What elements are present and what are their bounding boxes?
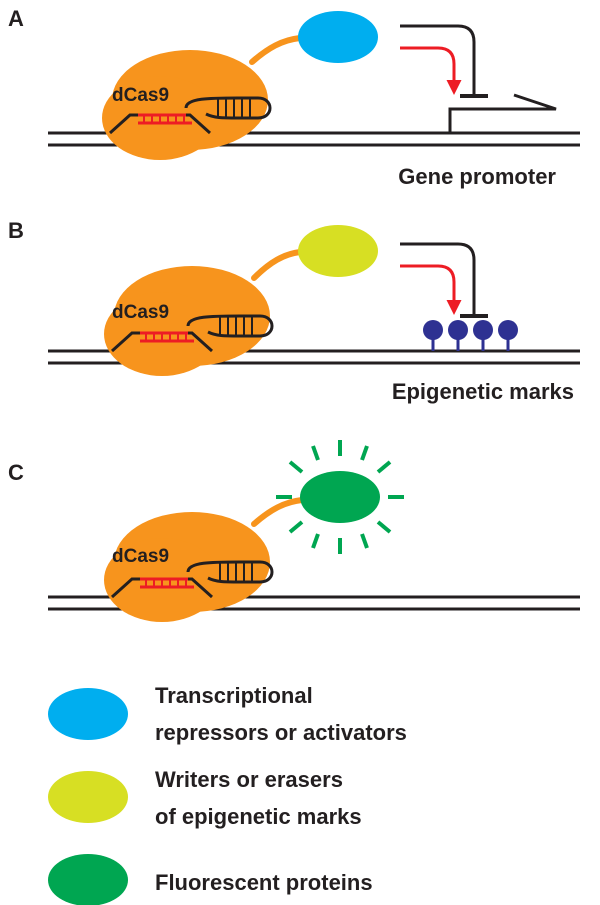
linker — [251, 497, 305, 527]
legend-label-line1: Writers or erasers — [155, 767, 343, 792]
epigenetic-marks — [423, 320, 518, 351]
legend-swatch — [48, 854, 128, 905]
panel-b: B dCas9 — [8, 218, 580, 404]
panel-a-letter: A — [8, 6, 24, 31]
effector-fluorescent-protein — [300, 471, 380, 523]
linker — [249, 35, 303, 65]
dcas9-label: dCas9 — [112, 302, 169, 323]
dna-bubble-and-guide-rna — [110, 314, 274, 353]
effector-epigenetic-writer-eraser — [298, 225, 378, 277]
legend-swatch — [48, 688, 128, 740]
dcas9-label: dCas9 — [112, 546, 169, 567]
dna-bubble-and-guide-rna — [110, 560, 274, 599]
dcas9-protein — [104, 512, 270, 622]
promoter-tss-arrow — [448, 93, 557, 133]
legend-item-epigenetic: Writers or erasers of epigenetic marks — [48, 767, 362, 829]
panel-a: A dCas9 — [8, 6, 580, 189]
legend-label-line1: Transcriptional — [155, 683, 313, 708]
legend-label-line2: repressors or activators — [155, 720, 407, 745]
legend-label-line1: Fluorescent proteins — [155, 870, 373, 895]
dna-bubble-and-guide-rna — [108, 96, 272, 135]
epigenetic-marks-label: Epigenetic marks — [392, 379, 574, 404]
legend-swatch — [48, 771, 128, 823]
legend: Transcriptional repressors or activators… — [48, 683, 407, 905]
legend-item-fluorescent: Fluorescent proteins — [48, 854, 373, 905]
dcas9-label: dCas9 — [112, 85, 169, 106]
gene-promoter-label: Gene promoter — [398, 164, 556, 189]
panel-c-letter: C — [8, 460, 24, 485]
regulation-arrows — [400, 24, 488, 98]
regulation-arrows — [400, 242, 488, 318]
panel-c: C — [8, 440, 580, 622]
fluorescence-glow-rays — [276, 440, 404, 554]
linker — [251, 249, 303, 281]
legend-label-line2: of epigenetic marks — [155, 804, 362, 829]
effector-repressor-activator — [298, 11, 378, 63]
legend-item-transcriptional: Transcriptional repressors or activators — [48, 683, 407, 745]
panel-b-letter: B — [8, 218, 24, 243]
